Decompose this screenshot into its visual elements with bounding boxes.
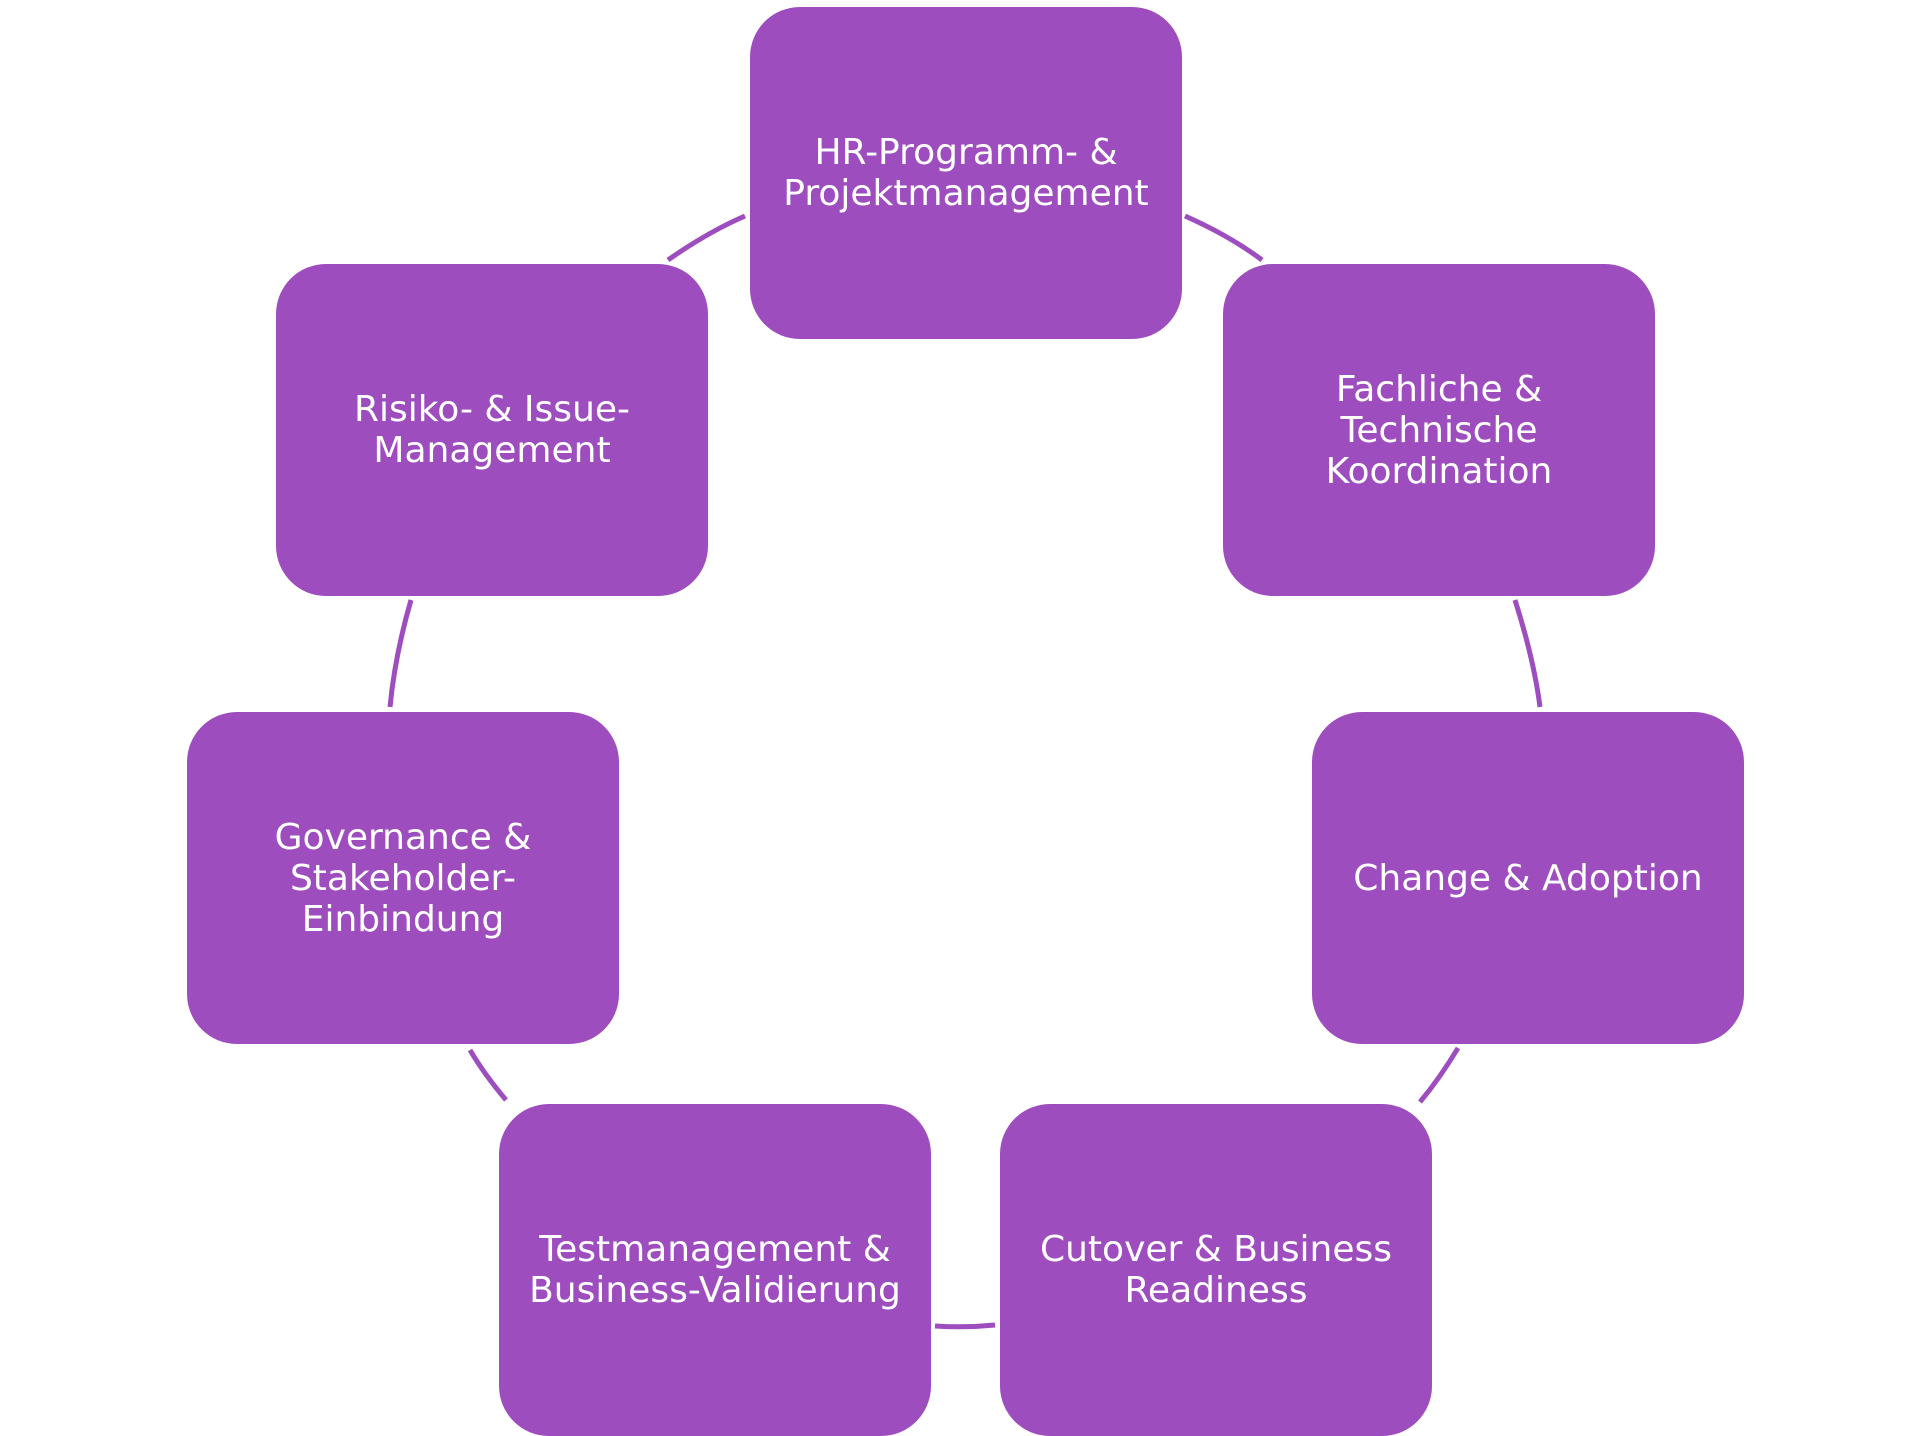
node-governance: Governance & Stakeholder- Einbindung	[187, 712, 619, 1044]
connector-hr-to-fachliche	[1183, 213, 1264, 263]
connector-fachliche-to-change	[1512, 599, 1543, 708]
connector-cutover-to-testmanagement	[934, 1322, 996, 1330]
node-label: Change & Adoption	[1353, 857, 1703, 899]
node-risiko-issue: Risiko- & Issue- Management	[276, 264, 708, 596]
node-testmanagement: Testmanagement & Business-Validierung	[499, 1104, 931, 1436]
connector-testmanagement-to-governance	[467, 1048, 508, 1102]
node-change-adoption: Change & Adoption	[1312, 712, 1744, 1044]
node-fachliche-koordination: Fachliche & Technische Koordination	[1223, 264, 1655, 596]
node-cutover-readiness: Cutover & Business Readiness	[1000, 1104, 1432, 1436]
connector-governance-to-risiko	[387, 599, 414, 708]
node-label: Risiko- & Issue- Management	[353, 389, 631, 471]
node-hr-programm: HR-Programm- & Projektmanagement	[750, 7, 1182, 339]
node-label: Testmanagement & Business-Validierung	[529, 1229, 901, 1311]
connector-risiko-to-hr	[666, 213, 746, 263]
node-label: Fachliche & Technische Koordination	[1325, 368, 1553, 492]
connector-change-to-cutover	[1418, 1046, 1461, 1104]
node-label: Governance & Stakeholder- Einbindung	[274, 816, 532, 940]
node-label: Cutover & Business Readiness	[1039, 1229, 1393, 1311]
node-label: HR-Programm- & Projektmanagement	[783, 132, 1149, 214]
